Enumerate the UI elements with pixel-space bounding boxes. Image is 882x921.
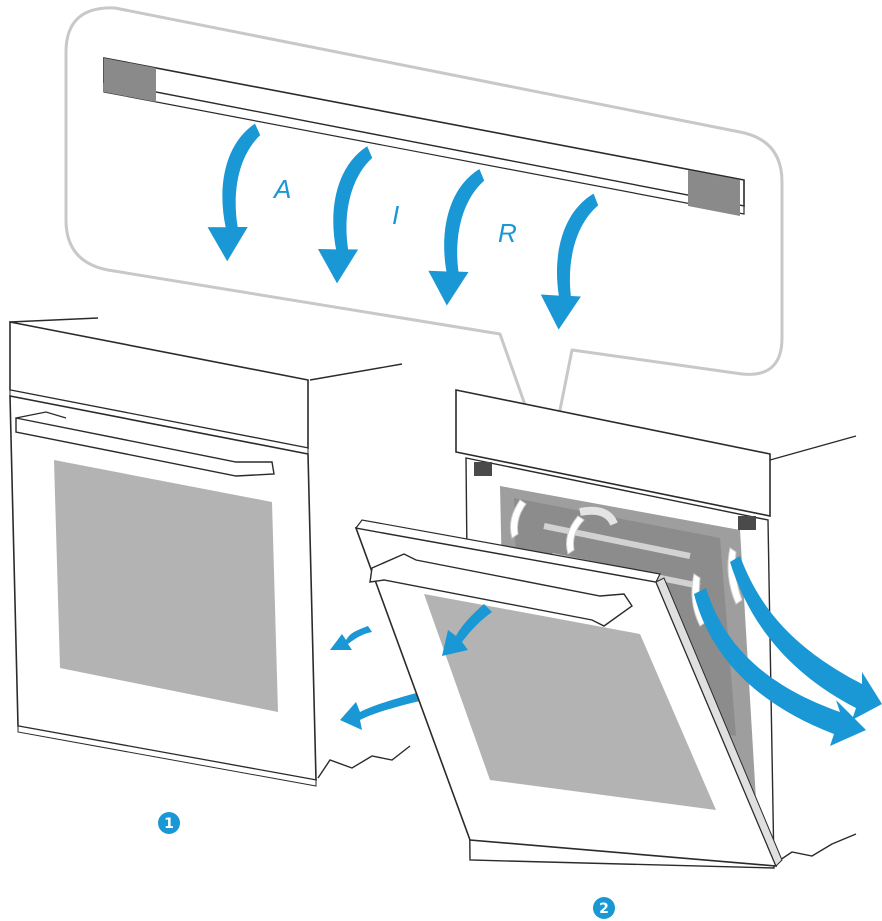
- airflow-arrow-icon: [330, 626, 424, 730]
- air-arrows: [207, 123, 599, 330]
- airflow-arrow-icon: [207, 123, 261, 262]
- step-badge-1: 1: [158, 812, 180, 834]
- oven-open: [354, 389, 882, 869]
- step-badge-2: 2: [593, 897, 615, 919]
- door-handle: [15, 417, 275, 477]
- cabinet-floor: [317, 745, 411, 779]
- cabinet-floor: [773, 833, 857, 865]
- zoom-callout: A I R: [64, 6, 784, 472]
- strip-end-cap-right: [688, 170, 740, 216]
- air-letter-i: I: [392, 200, 399, 230]
- airflow-arrow-icon: [694, 556, 882, 746]
- airflow-arrow-icon: [442, 604, 492, 656]
- door-window: [54, 460, 278, 712]
- step-number-1: 1: [164, 816, 174, 832]
- door-handle: [369, 553, 633, 627]
- airflow-arrow-icon: [428, 168, 485, 306]
- airflow-arrow-icon: [317, 146, 373, 284]
- step-number-2: 2: [599, 901, 609, 917]
- door-top-strip: [103, 57, 745, 216]
- strip-end-cap-left: [104, 58, 156, 102]
- door-window: [424, 594, 716, 810]
- air-letter-r: R: [498, 218, 517, 248]
- airflow-arrow-icon: [540, 193, 599, 330]
- oven-closed: [9, 317, 424, 787]
- air-letter-a: A: [272, 174, 291, 204]
